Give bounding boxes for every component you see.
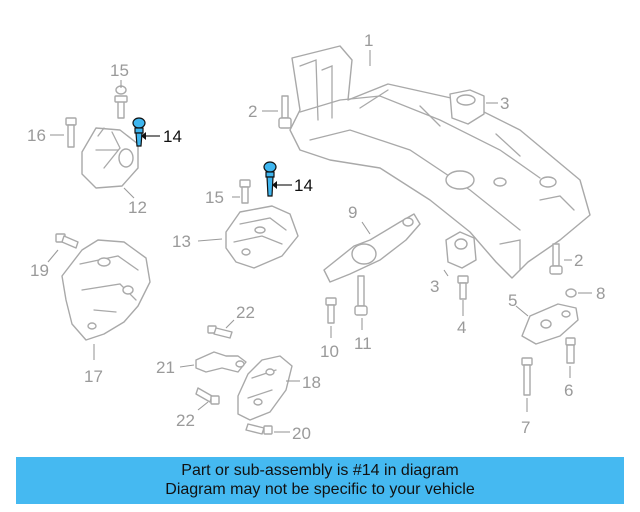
bolt-part-14-middle xyxy=(263,161,277,197)
bolt-part-2-lower xyxy=(549,243,563,275)
callout-18: 18 xyxy=(302,373,321,392)
callout-19: 19 xyxy=(30,261,49,280)
torque-rod-part-9 xyxy=(323,213,421,283)
banner-line-2: Diagram may not be specific to your vehi… xyxy=(165,481,475,498)
callout-2-lower: 2 xyxy=(574,251,583,270)
callout-13: 13 xyxy=(172,232,191,251)
engine-mount-part-12 xyxy=(81,127,139,189)
callout-16: 16 xyxy=(27,126,46,145)
callout-3-top: 3 xyxy=(500,94,509,113)
bracket-part-18 xyxy=(237,355,293,421)
washer-part-8 xyxy=(565,288,577,298)
bolt-part-10 xyxy=(325,297,337,324)
bolt-part-20 xyxy=(245,423,273,435)
bolt-part-14-left xyxy=(132,117,146,147)
callout-6: 6 xyxy=(564,381,573,400)
bracket-part-5 xyxy=(521,303,579,345)
bolt-part-6 xyxy=(565,337,576,364)
bolt-part-22-top xyxy=(207,325,233,339)
link-part-21 xyxy=(195,351,247,373)
callout-22-top: 22 xyxy=(236,303,255,322)
callout-2-top: 2 xyxy=(248,102,257,121)
mount-bushing-part-3-top xyxy=(449,89,485,125)
bolt-part-11 xyxy=(354,275,368,316)
callout-10: 10 xyxy=(320,342,339,361)
bracket-part-13 xyxy=(225,205,299,269)
callout-22-lower: 22 xyxy=(176,411,195,430)
banner-line-1: Part or sub-assembly is #14 in diagram xyxy=(181,462,459,479)
transmission-bracket-part-17 xyxy=(61,239,151,341)
callout-5: 5 xyxy=(508,291,517,310)
callout-20: 20 xyxy=(292,424,311,443)
bolt-part-22-lower xyxy=(195,387,220,405)
callout-15-middle: 15 xyxy=(205,188,224,207)
callout-1: 1 xyxy=(364,31,373,50)
callout-17: 17 xyxy=(84,367,103,386)
callout-12: 12 xyxy=(128,198,147,217)
bolt-part-4 xyxy=(457,275,469,300)
bolt-part-2-top xyxy=(278,95,292,129)
bolt-part-15-top xyxy=(114,85,128,119)
bolt-part-7 xyxy=(521,357,533,396)
info-banner: Part or sub-assembly is #14 in diagram D… xyxy=(16,457,624,504)
bushing-part-3-lower xyxy=(445,231,477,269)
callout-3-lower: 3 xyxy=(430,277,439,296)
callout-14-middle: 14 xyxy=(294,176,313,195)
bolt-part-16 xyxy=(65,117,77,148)
bolt-part-15-middle xyxy=(239,179,251,204)
callout-4: 4 xyxy=(457,318,466,337)
callout-14-left: 14 xyxy=(163,127,182,146)
bolt-part-19 xyxy=(55,233,79,249)
parts-diagram: 1 2 3 15 16 14 12 15 14 9 13 19 2 3 8 5 … xyxy=(27,31,605,443)
callout-15-top: 15 xyxy=(110,61,129,80)
callout-8: 8 xyxy=(596,284,605,303)
callout-11: 11 xyxy=(354,334,372,353)
subframe-part-1 xyxy=(289,45,591,279)
callout-9: 9 xyxy=(348,203,357,222)
callout-7: 7 xyxy=(521,418,530,437)
callout-21: 21 xyxy=(156,358,175,377)
